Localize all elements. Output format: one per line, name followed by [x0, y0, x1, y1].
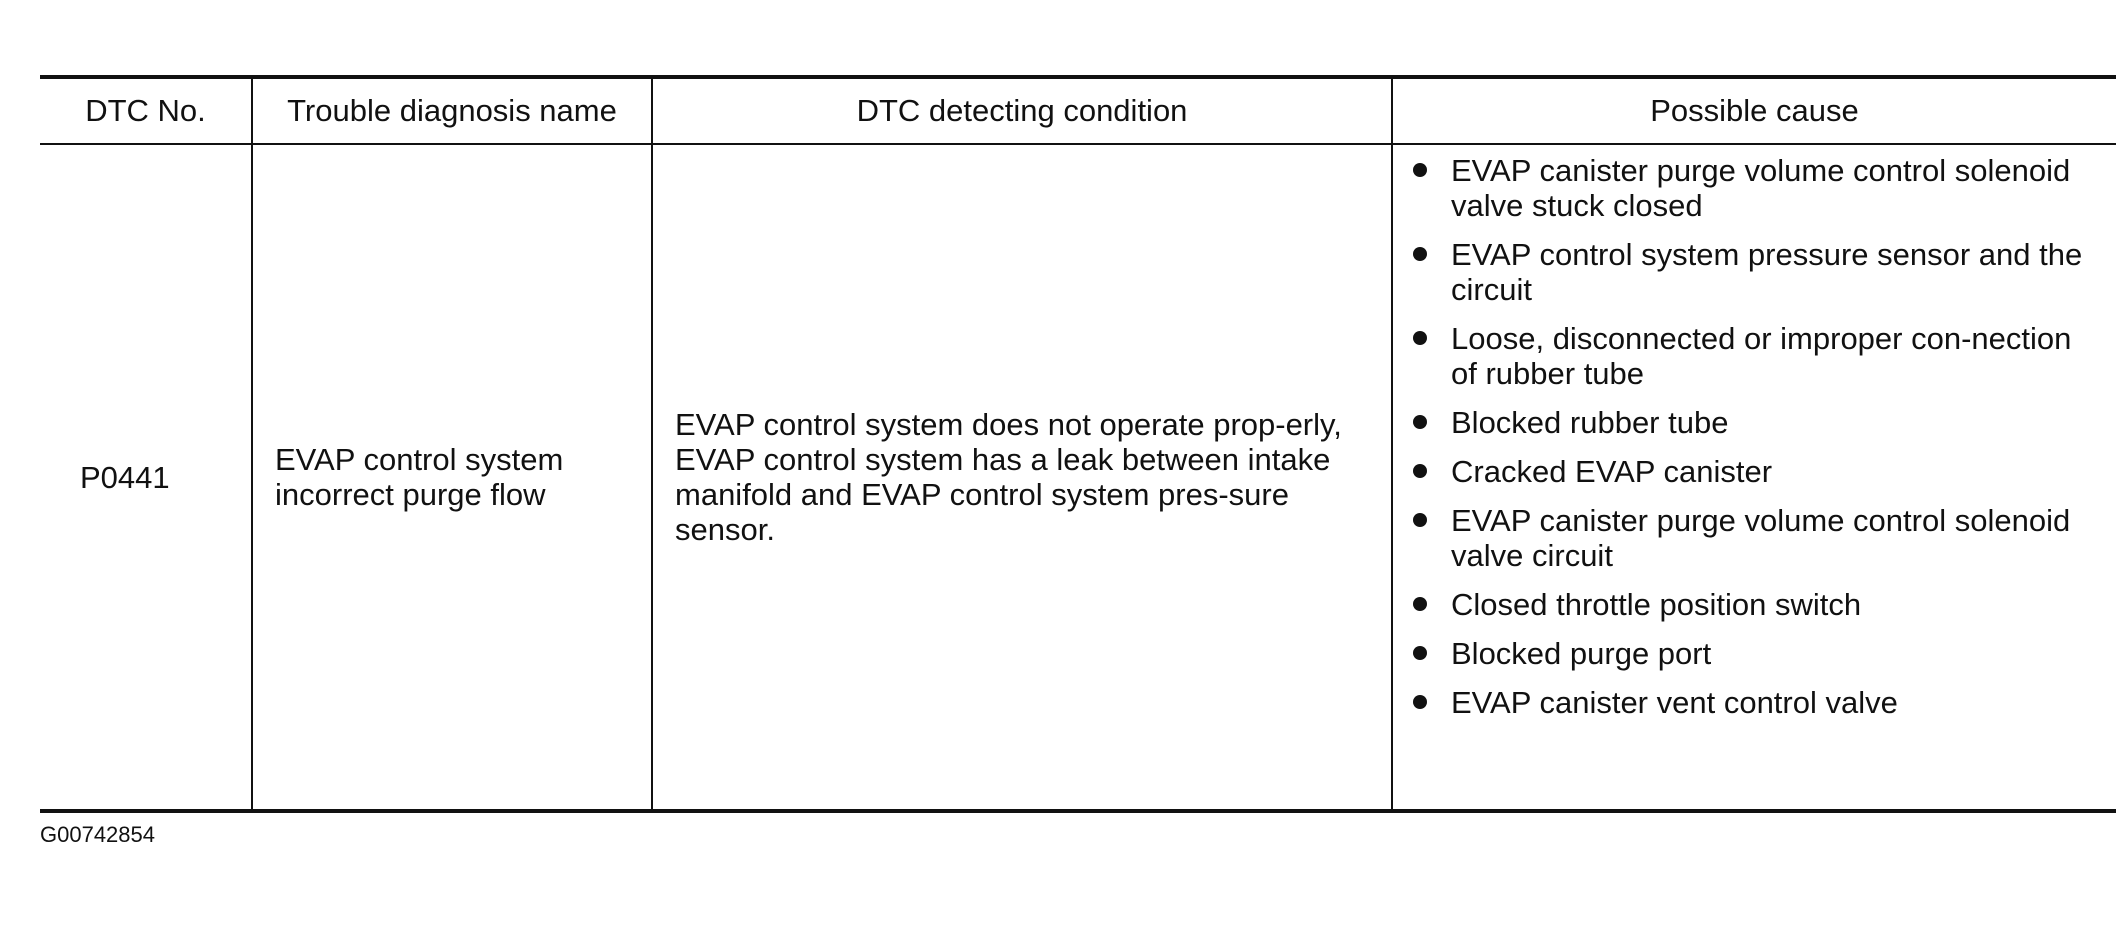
cause-text: Cracked EVAP canister	[1451, 454, 1773, 489]
cause-text: EVAP canister purge volume control solen…	[1451, 153, 2071, 223]
diagnosis-name-cell: EVAP control system incorrect purge flow	[251, 144, 652, 811]
possible-cause-list: EVAP canister purge volume control solen…	[1413, 145, 2096, 720]
header-dtc-detecting-condition: DTC detecting condition	[651, 77, 1392, 145]
list-item: EVAP canister purge volume control solen…	[1413, 503, 2096, 573]
dtc-table: DTC No. Trouble diagnosis name DTC detec…	[40, 75, 2116, 813]
possible-cause-cell: EVAP canister purge volume control solen…	[1391, 144, 2116, 811]
cause-text: Closed throttle position switch	[1451, 587, 1862, 622]
header-trouble-diagnosis-name: Trouble diagnosis name	[251, 77, 652, 145]
cause-text: Blocked rubber tube	[1451, 405, 1729, 440]
list-item: Blocked rubber tube	[1413, 405, 2096, 440]
detecting-condition-cell: EVAP control system does not operate pro…	[651, 144, 1392, 811]
list-item: EVAP canister purge volume control solen…	[1413, 153, 2096, 223]
bullet-icon	[1413, 513, 1427, 527]
list-item: EVAP canister vent control valve	[1413, 685, 2096, 720]
bullet-icon	[1413, 163, 1427, 177]
list-item: EVAP control system pressure sensor and …	[1413, 237, 2096, 307]
header-row: DTC No. Trouble diagnosis name DTC detec…	[40, 77, 2116, 145]
header-dtc-no: DTC No.	[40, 77, 252, 145]
bullet-icon	[1413, 415, 1427, 429]
bullet-icon	[1413, 331, 1427, 345]
list-item: Blocked purge port	[1413, 636, 2096, 671]
header-possible-cause: Possible cause	[1391, 77, 2116, 145]
table-header: DTC No. Trouble diagnosis name DTC detec…	[40, 77, 2116, 145]
bullet-icon	[1413, 247, 1427, 261]
bullet-icon	[1413, 646, 1427, 660]
list-item: Cracked EVAP canister	[1413, 454, 2096, 489]
bullet-icon	[1413, 464, 1427, 478]
table-body: P0441 EVAP control system incorrect purg…	[40, 144, 2116, 811]
cause-text: Blocked purge port	[1451, 636, 1712, 671]
cause-text: EVAP control system pressure sensor and …	[1451, 237, 2083, 307]
table-row: P0441 EVAP control system incorrect purg…	[40, 144, 2116, 811]
bullet-icon	[1413, 695, 1427, 709]
figure-code: G00742854	[40, 822, 155, 847]
dtc-number-cell: P0441	[80, 459, 170, 495]
cause-text: EVAP canister vent control valve	[1451, 685, 1898, 720]
bullet-icon	[1413, 597, 1427, 611]
list-item: Closed throttle position switch	[1413, 587, 2096, 622]
cause-text: EVAP canister purge volume control solen…	[1451, 503, 2071, 573]
list-item: Loose, disconnected or improper con-nect…	[1413, 321, 2096, 391]
cause-text: Loose, disconnected or improper con-nect…	[1451, 321, 2072, 391]
